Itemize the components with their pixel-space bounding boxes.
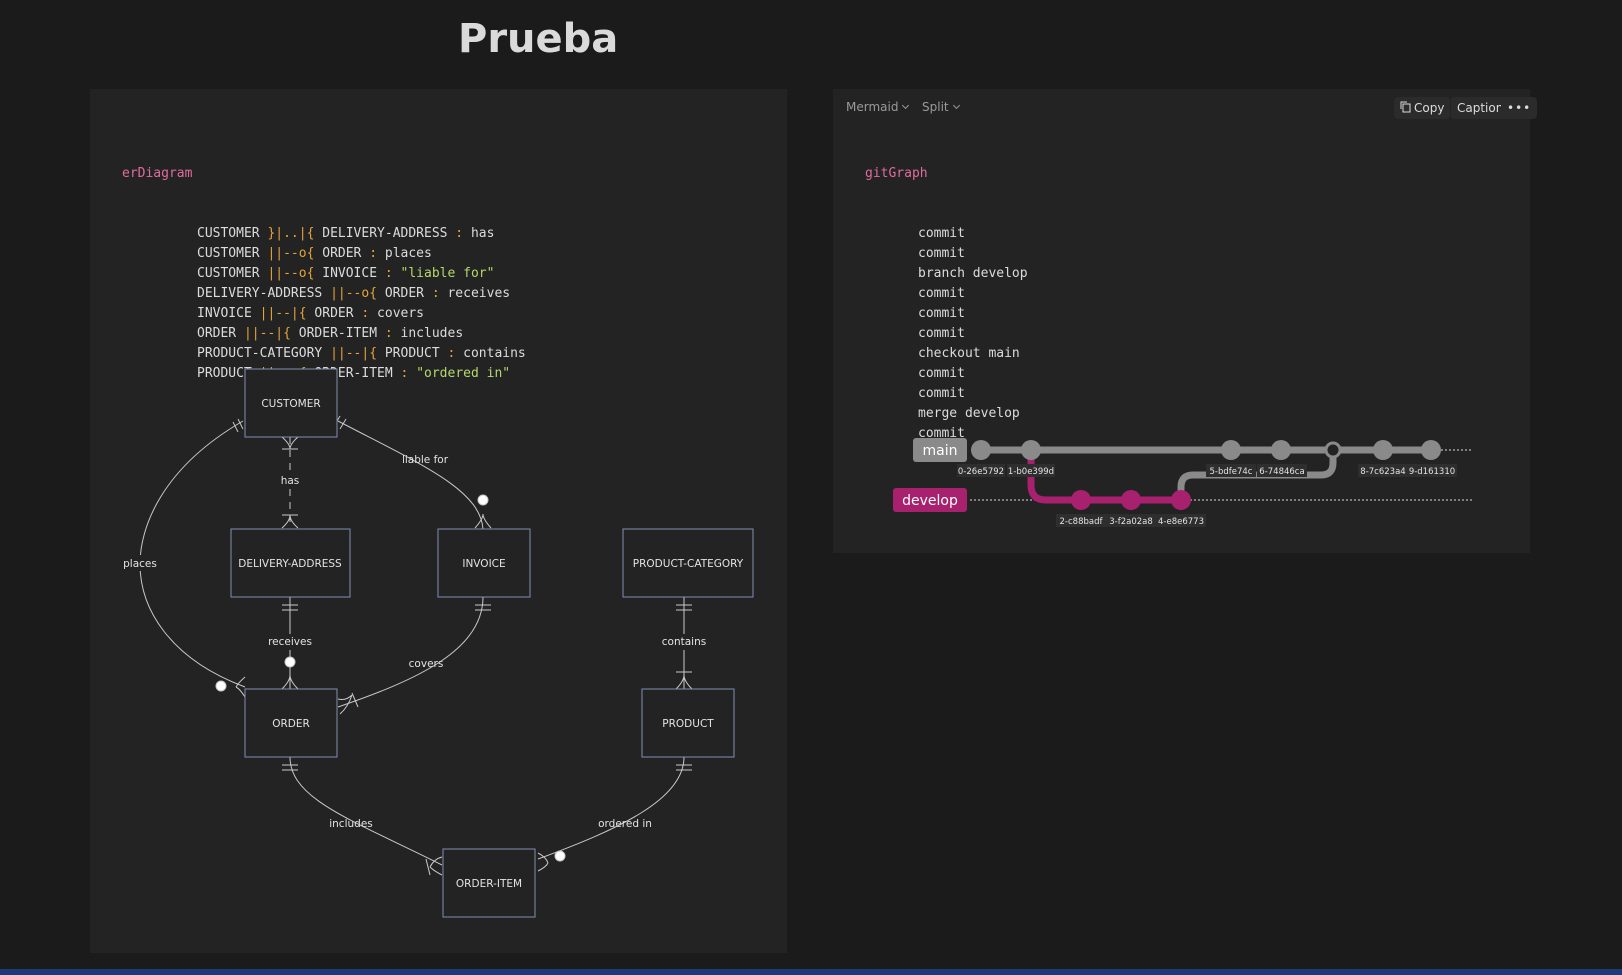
marker-circle-order-item bbox=[554, 850, 566, 862]
rel-label-contains: contains bbox=[662, 636, 706, 648]
git-code-line: commit bbox=[918, 326, 965, 341]
er-keyword: erDiagram bbox=[122, 166, 193, 181]
er-code-block[interactable]: erDiagram CUSTOMER }|..|{ DELIVERY-ADDRE… bbox=[122, 124, 526, 424]
rel-label-ordered-in: ordered in bbox=[598, 818, 652, 830]
mermaid-toolbar: Mermaid Split Copy Caption ••• bbox=[833, 97, 1538, 119]
zero-markers bbox=[215, 494, 566, 862]
caption-button[interactable]: Caption bbox=[1451, 97, 1510, 119]
marker-circle-invoice bbox=[477, 494, 489, 506]
git-code-line: commit bbox=[918, 246, 965, 261]
entity-order: ORDER bbox=[272, 718, 310, 730]
commit-label-c2: 2-c88badf bbox=[1060, 517, 1104, 527]
git-code-line: checkout main bbox=[918, 346, 1020, 361]
git-code-line: commit bbox=[918, 426, 965, 441]
branch-label-develop-box bbox=[893, 488, 967, 512]
er-code-line: CUSTOMER }|..|{ DELIVERY-ADDRESS : has bbox=[197, 226, 495, 241]
er-code-line: PRODUCT-CATEGORY ||--|{ PRODUCT : contai… bbox=[197, 346, 526, 361]
git-code-line: commit bbox=[918, 386, 965, 401]
commit-merge bbox=[1324, 441, 1342, 459]
split-dropdown[interactable]: Split bbox=[922, 100, 960, 114]
commit-c6 bbox=[1271, 440, 1291, 460]
commit-label-c8: 8-7c623a4 bbox=[1360, 467, 1405, 477]
rel-label-places: places bbox=[123, 558, 157, 570]
edge-covers bbox=[337, 596, 484, 708]
copy-icon bbox=[1400, 101, 1411, 113]
entity-product-category: PRODUCT-CATEGORY bbox=[633, 558, 744, 570]
entity-order-item: ORDER-ITEM bbox=[456, 878, 522, 890]
cardinality-markers bbox=[232, 415, 693, 876]
commit-c0 bbox=[971, 440, 991, 460]
git-keyword: gitGraph bbox=[865, 166, 928, 181]
rel-label-includes: includes bbox=[329, 818, 373, 830]
edge-ordered-in bbox=[537, 756, 685, 860]
rel-label-receives: receives bbox=[268, 636, 312, 648]
branch-label-main-box bbox=[913, 438, 967, 462]
commit-label-c9: 9-d161310 bbox=[1409, 467, 1455, 477]
commit-c9 bbox=[1421, 440, 1441, 460]
commit-label-c4: 4-e8e6773 bbox=[1158, 517, 1204, 527]
page-title: Prueba bbox=[458, 16, 619, 62]
entity-invoice-box bbox=[437, 528, 531, 598]
branch-label-develop: develop bbox=[902, 493, 958, 509]
commit-c4 bbox=[1171, 490, 1191, 510]
commit-c8 bbox=[1373, 440, 1393, 460]
commit-label-c5: 5-bdfe74c bbox=[1210, 467, 1253, 477]
er-code-line: ORDER ||--|{ ORDER-ITEM : includes bbox=[197, 326, 464, 341]
taskbar-strip bbox=[0, 969, 1622, 975]
git-code-line: commit bbox=[918, 306, 965, 321]
edge-liable-for bbox=[337, 420, 484, 530]
er-code-line: CUSTOMER ||--o{ ORDER : places bbox=[197, 246, 432, 261]
marker-circle-order-left bbox=[215, 680, 227, 692]
git-code-line: commit bbox=[918, 286, 965, 301]
commit-c1 bbox=[1021, 440, 1041, 460]
entity-delivery-address-box bbox=[230, 528, 351, 598]
git-graph: main develop 0-26e5792 1-b0e399d 5-bdfe7… bbox=[893, 438, 1473, 527]
copy-button[interactable]: Copy bbox=[1394, 97, 1451, 119]
entity-invoice: INVOICE bbox=[462, 558, 505, 570]
edge-includes bbox=[289, 756, 443, 866]
rel-label-liable-for: liable for bbox=[402, 454, 449, 466]
er-diagram-panel[interactable]: erDiagram CUSTOMER }|..|{ DELIVERY-ADDRE… bbox=[90, 89, 787, 953]
entity-delivery-address: DELIVERY-ADDRESS bbox=[238, 558, 342, 570]
er-code-line: CUSTOMER ||--o{ INVOICE : "liable for" bbox=[197, 266, 495, 281]
entity-order-box bbox=[244, 688, 338, 758]
entity-product-box bbox=[641, 688, 735, 758]
commit-label-c0: 0-26e5792 bbox=[958, 467, 1004, 477]
rel-label-covers: covers bbox=[409, 658, 444, 670]
branch-label-main: main bbox=[923, 443, 958, 459]
entity-product-category-box bbox=[622, 528, 754, 598]
marker-circle-order-top bbox=[284, 656, 296, 668]
branch-line-develop bbox=[1027, 446, 1185, 504]
entity-customer: CUSTOMER bbox=[261, 398, 320, 410]
er-code-line: INVOICE ||--|{ ORDER : covers bbox=[197, 306, 425, 321]
commit-c3 bbox=[1121, 490, 1141, 510]
gitgraph-panel[interactable]: Mermaid Split Copy Caption ••• gitGraph … bbox=[833, 89, 1538, 553]
git-code-line: merge develop bbox=[918, 406, 1020, 421]
commit-c5 bbox=[1221, 440, 1241, 460]
more-options-icon[interactable]: ••• bbox=[1501, 97, 1538, 119]
commit-label-c1: 1-b0e399d bbox=[1008, 467, 1054, 477]
entity-customer-box bbox=[244, 368, 338, 438]
er-diagram: CUSTOMER DELIVERY-ADDRESS INVOICE PRODUC… bbox=[122, 368, 754, 918]
edge-places bbox=[139, 420, 246, 688]
git-code-line: commit bbox=[918, 226, 965, 241]
commit-label-c3: 3-f2a02a8 bbox=[1109, 517, 1153, 527]
git-code-line: commit bbox=[918, 366, 965, 381]
git-code-line: branch develop bbox=[918, 266, 1028, 281]
mermaid-dropdown[interactable]: Mermaid bbox=[846, 100, 910, 114]
entity-product: PRODUCT bbox=[662, 718, 714, 730]
entity-order-item-box bbox=[442, 848, 536, 918]
commit-label-c6: 6-74846ca bbox=[1259, 467, 1304, 477]
er-code-line: DELIVERY-ADDRESS ||--o{ ORDER : receives bbox=[197, 286, 511, 301]
rel-label-has: has bbox=[281, 475, 300, 487]
commit-c2 bbox=[1071, 490, 1091, 510]
